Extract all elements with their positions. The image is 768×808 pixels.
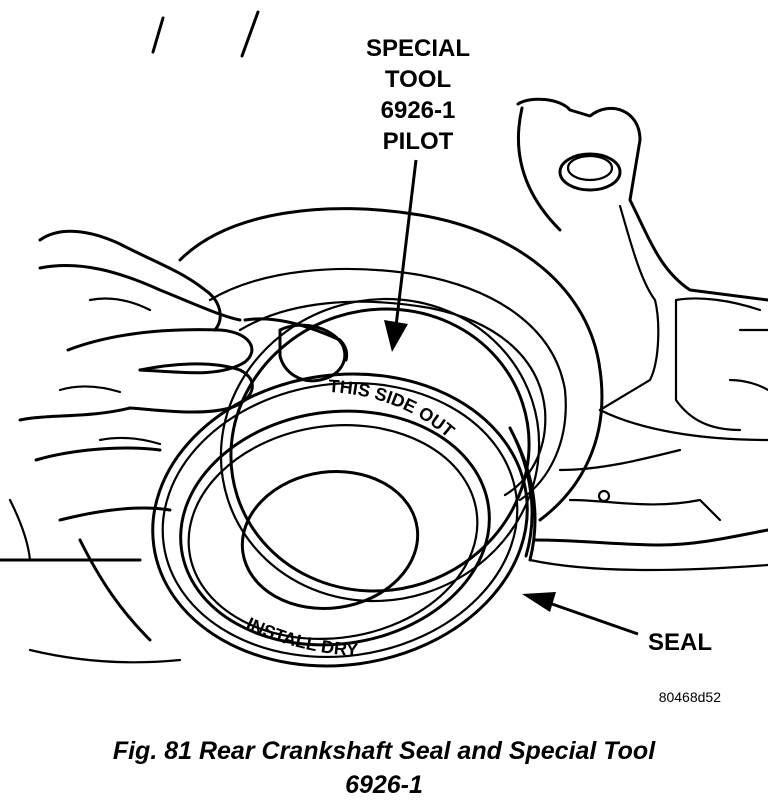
hand bbox=[0, 229, 349, 664]
background-strokes bbox=[151, 10, 260, 58]
callout-tool-line2: TOOL bbox=[385, 66, 451, 93]
seal-leader-arrow bbox=[522, 592, 639, 636]
callout-tool-line4: PILOT bbox=[383, 128, 454, 155]
image-code: 80468d52 bbox=[659, 689, 722, 705]
caption-line1: Fig. 81 Rear Crankshaft Seal and Special… bbox=[112, 737, 656, 765]
seal-callout: SEAL bbox=[648, 629, 712, 656]
callout-tool-line3: 6926-1 bbox=[381, 97, 456, 124]
callout-tool-line1: SPECIAL bbox=[366, 35, 470, 62]
special-tool-callout: SPECIAL TOOL 6926-1 PILOT bbox=[366, 35, 470, 155]
caption-line2: 6926-1 bbox=[345, 771, 423, 799]
figure-caption: Fig. 81 Rear Crankshaft Seal and Special… bbox=[0, 734, 768, 802]
rear-crankshaft-seal bbox=[151, 372, 537, 668]
special-tool-pilot bbox=[219, 297, 541, 603]
engine-block bbox=[516, 97, 768, 572]
tool-leader-arrow bbox=[384, 159, 418, 352]
